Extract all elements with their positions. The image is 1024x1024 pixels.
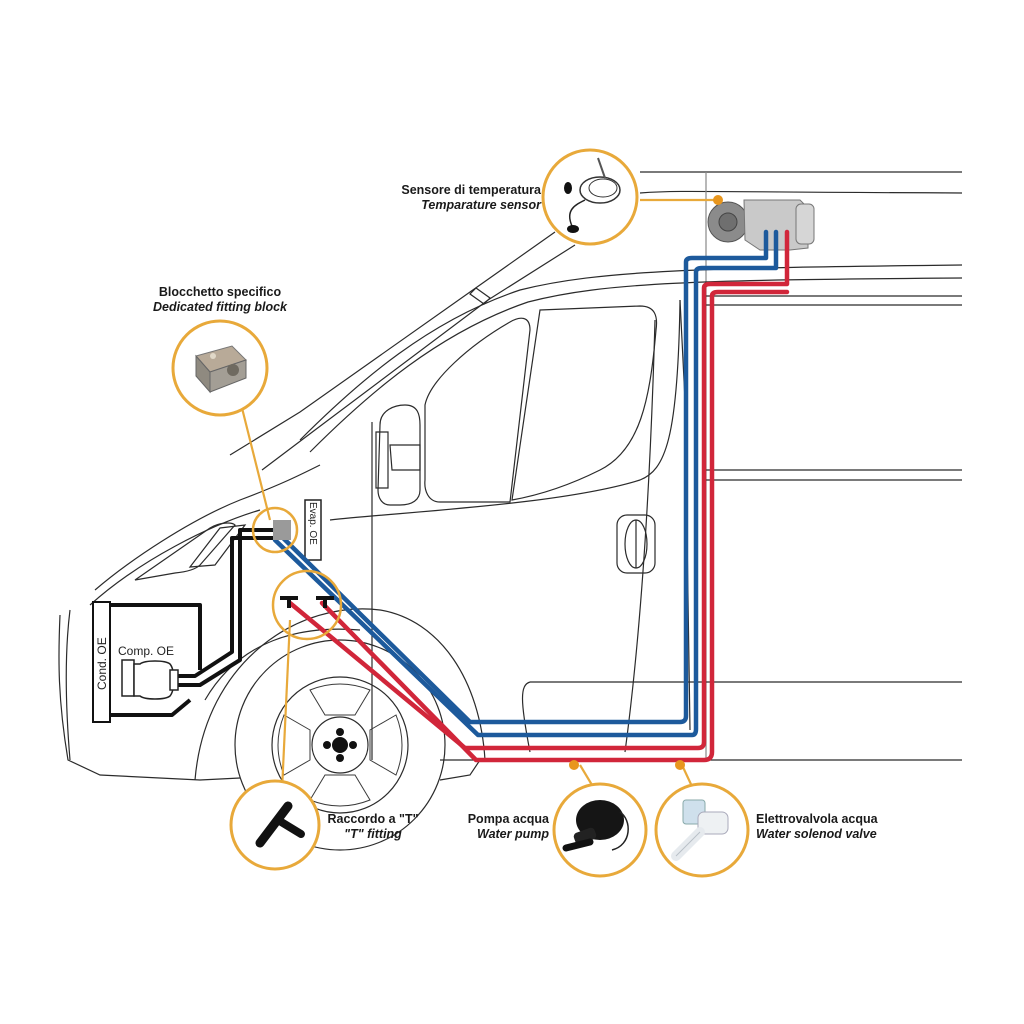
hot-line-2 bbox=[319, 289, 790, 763]
compressor-icon bbox=[121, 659, 179, 700]
oe-circuit: Cond. OE Comp. OE Evap. OE bbox=[92, 499, 322, 723]
temperature-sensor-icon bbox=[564, 157, 621, 233]
solenoid-valve-label-en: Water solenod valve bbox=[756, 827, 877, 841]
condenser-label: Cond. OE bbox=[95, 637, 109, 690]
temperature-sensor-label-en: Temparature sensor bbox=[421, 198, 541, 212]
fitting-block-label-it: Blocchetto specifico bbox=[158, 285, 282, 299]
t-fitting-label-en: "T" fitting bbox=[344, 827, 402, 841]
water-lines bbox=[272, 229, 790, 763]
fitting-block-label-en: Dedicated fitting block bbox=[152, 300, 288, 314]
evaporator-box bbox=[304, 499, 322, 561]
van-body-outline bbox=[58, 171, 963, 851]
cold-line-1 bbox=[272, 229, 769, 725]
temperature-sensor-label-it: Sensore di temperatura bbox=[401, 183, 541, 197]
fitting-block-callout bbox=[171, 319, 269, 417]
t-fitting-label-it: Raccordo a "T" bbox=[327, 812, 419, 826]
heater-unit-icon bbox=[707, 199, 815, 251]
fitting-block-marker bbox=[273, 520, 291, 540]
hot-line-1 bbox=[287, 229, 790, 751]
cold-line-2 bbox=[272, 229, 779, 738]
fitting-block-label: Blocchetto specifico Dedicated fitting b… bbox=[130, 285, 310, 315]
water-pump-label-en: Water pump bbox=[477, 827, 549, 841]
compressor-label: Comp. OE bbox=[118, 644, 174, 658]
condenser-box bbox=[92, 601, 111, 723]
t-fitting-callout bbox=[229, 779, 321, 871]
t-fitting-icon bbox=[255, 801, 305, 848]
t-fitting-markers bbox=[280, 596, 334, 608]
water-pump-icon bbox=[562, 800, 629, 852]
solenoid-valve-label: Elettrovalvola acqua Water solenod valve bbox=[756, 812, 926, 842]
solenoid-valve-icon bbox=[671, 799, 729, 861]
evaporator-label: Evap. OE bbox=[307, 502, 318, 545]
temperature-sensor-callout bbox=[541, 148, 639, 246]
temperature-sensor-label: Sensore di temperatura Temparature senso… bbox=[360, 183, 541, 213]
solenoid-valve-label-it: Elettrovalvola acqua bbox=[756, 812, 878, 826]
water-pump-callout bbox=[552, 782, 648, 878]
water-pump-label-it: Pompa acqua bbox=[467, 812, 549, 826]
t-fitting-label: Raccordo a "T" "T" fitting bbox=[318, 812, 428, 842]
fitting-block-icon bbox=[195, 345, 247, 394]
water-pump-label: Pompa acqua Water pump bbox=[440, 812, 549, 842]
solenoid-valve-callout bbox=[654, 782, 750, 878]
